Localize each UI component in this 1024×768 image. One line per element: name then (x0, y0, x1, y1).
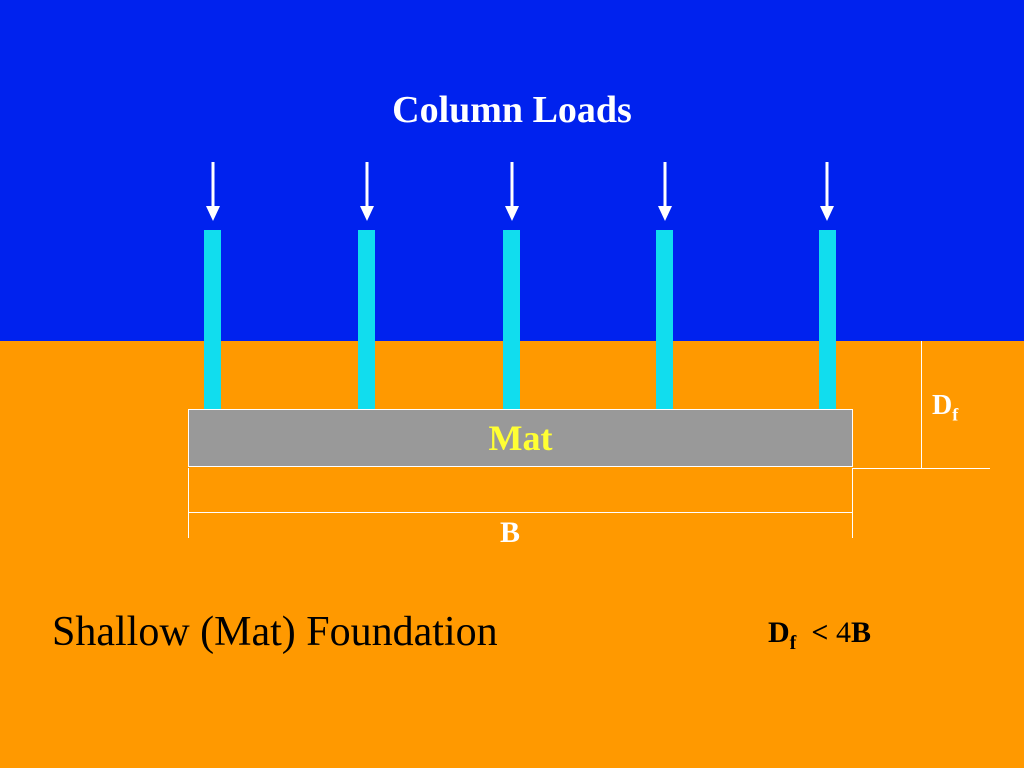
load-arrow-2 (360, 162, 374, 221)
relation-lhs-main: D (768, 616, 790, 649)
load-arrow-4 (658, 162, 672, 221)
depth-df-label: Df (932, 390, 958, 426)
mat-label: Mat (488, 418, 553, 458)
depth-width-relation: Df < 4B (768, 616, 871, 655)
column-4 (656, 230, 673, 409)
column-5 (819, 230, 836, 409)
column-loads-title: Column Loads (392, 89, 632, 131)
relation-lhs-sub: f (789, 632, 797, 654)
column-3 (503, 230, 520, 409)
load-arrow-1 (206, 162, 220, 221)
foundation-caption: Shallow (Mat) Foundation (52, 609, 498, 655)
relation-rhs: B (850, 616, 871, 649)
column-2 (358, 230, 375, 409)
mat-foundation: Mat (188, 409, 853, 467)
load-arrow-3 (505, 162, 519, 221)
depth-df-main: D (932, 390, 953, 421)
depth-df-sub: f (952, 404, 959, 425)
relation-coefficient: 4 (835, 616, 851, 649)
column-1 (204, 230, 221, 409)
relation-operator: < (811, 616, 829, 649)
load-arrow-5 (820, 162, 834, 221)
width-b-label: B (499, 516, 520, 549)
